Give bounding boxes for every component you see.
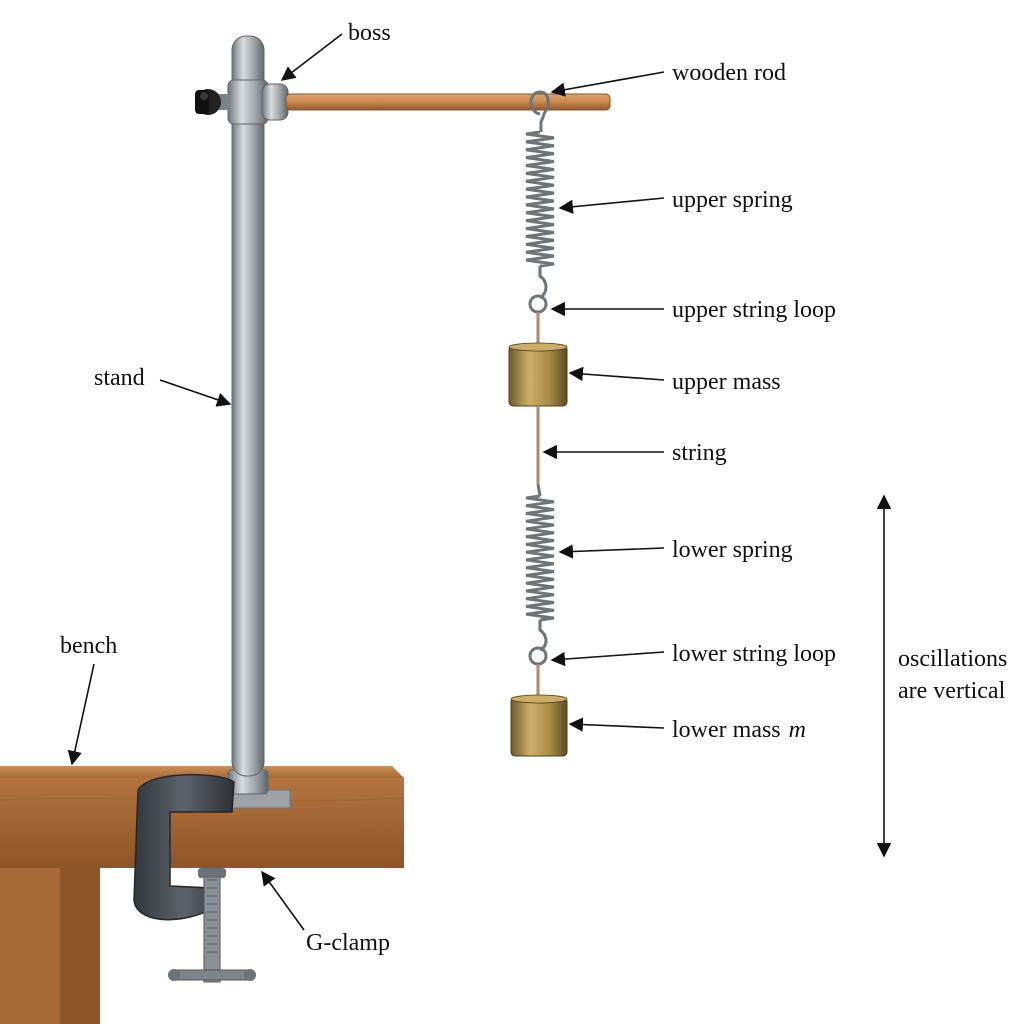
upper-spring-hook: [529, 90, 550, 132]
stand: [211, 35, 291, 809]
label-lower-spring: lower spring: [672, 537, 793, 563]
bench-top: [0, 766, 404, 778]
leader-upper-mass: [568, 366, 665, 382]
leader-lower-mass: [568, 717, 665, 732]
leader-upper-spring: [558, 197, 665, 214]
label-bench: bench: [60, 633, 117, 659]
label-upper-mass: upper mass: [672, 369, 781, 395]
bench-leg-right: [60, 868, 100, 1024]
upper-mass: [508, 342, 568, 407]
leader-wooden-rod: [550, 71, 665, 97]
lower-spring: [525, 494, 555, 652]
leader-lines: [67, 33, 665, 931]
label-wooden-rod: wooden rod: [672, 60, 786, 86]
upper-string-loop: [528, 294, 548, 314]
label-lower-mass-text: lower mass: [672, 717, 781, 743]
label-oscillations-line1: oscillations: [898, 646, 1007, 672]
lower-string-loop: [528, 646, 548, 666]
label-oscillations-line2: are vertical: [898, 678, 1006, 704]
label-string: string: [672, 440, 727, 466]
boss-knob: [195, 89, 221, 115]
leader-lower-string-loop: [550, 651, 665, 667]
leader-lower-spring: [558, 544, 665, 559]
wooden-rod: [285, 93, 611, 111]
label-stand: stand: [94, 365, 145, 391]
leader-boss: [280, 33, 343, 81]
upper-spring: [525, 130, 555, 300]
label-g-clamp: G-clamp: [306, 930, 390, 956]
leader-stand: [159, 379, 232, 407]
boss: [195, 79, 289, 125]
labels: boss wooden rod upper spring upper strin…: [60, 20, 1007, 956]
leader-bench: [67, 663, 95, 766]
label-upper-string-loop: upper string loop: [672, 297, 836, 323]
label-lower-mass-symbol: m: [789, 717, 806, 743]
label-boss: boss: [348, 20, 391, 46]
leader-g-clamp: [261, 870, 305, 931]
lower-mass: [510, 694, 568, 757]
label-lower-string-loop: lower string loop: [672, 641, 836, 667]
label-lower-mass: lower mass m: [672, 717, 806, 743]
bench-leg-left: [0, 868, 60, 1024]
stand-rod: [231, 35, 265, 777]
g-clamp: [133, 773, 256, 983]
label-upper-spring: upper spring: [672, 187, 793, 213]
